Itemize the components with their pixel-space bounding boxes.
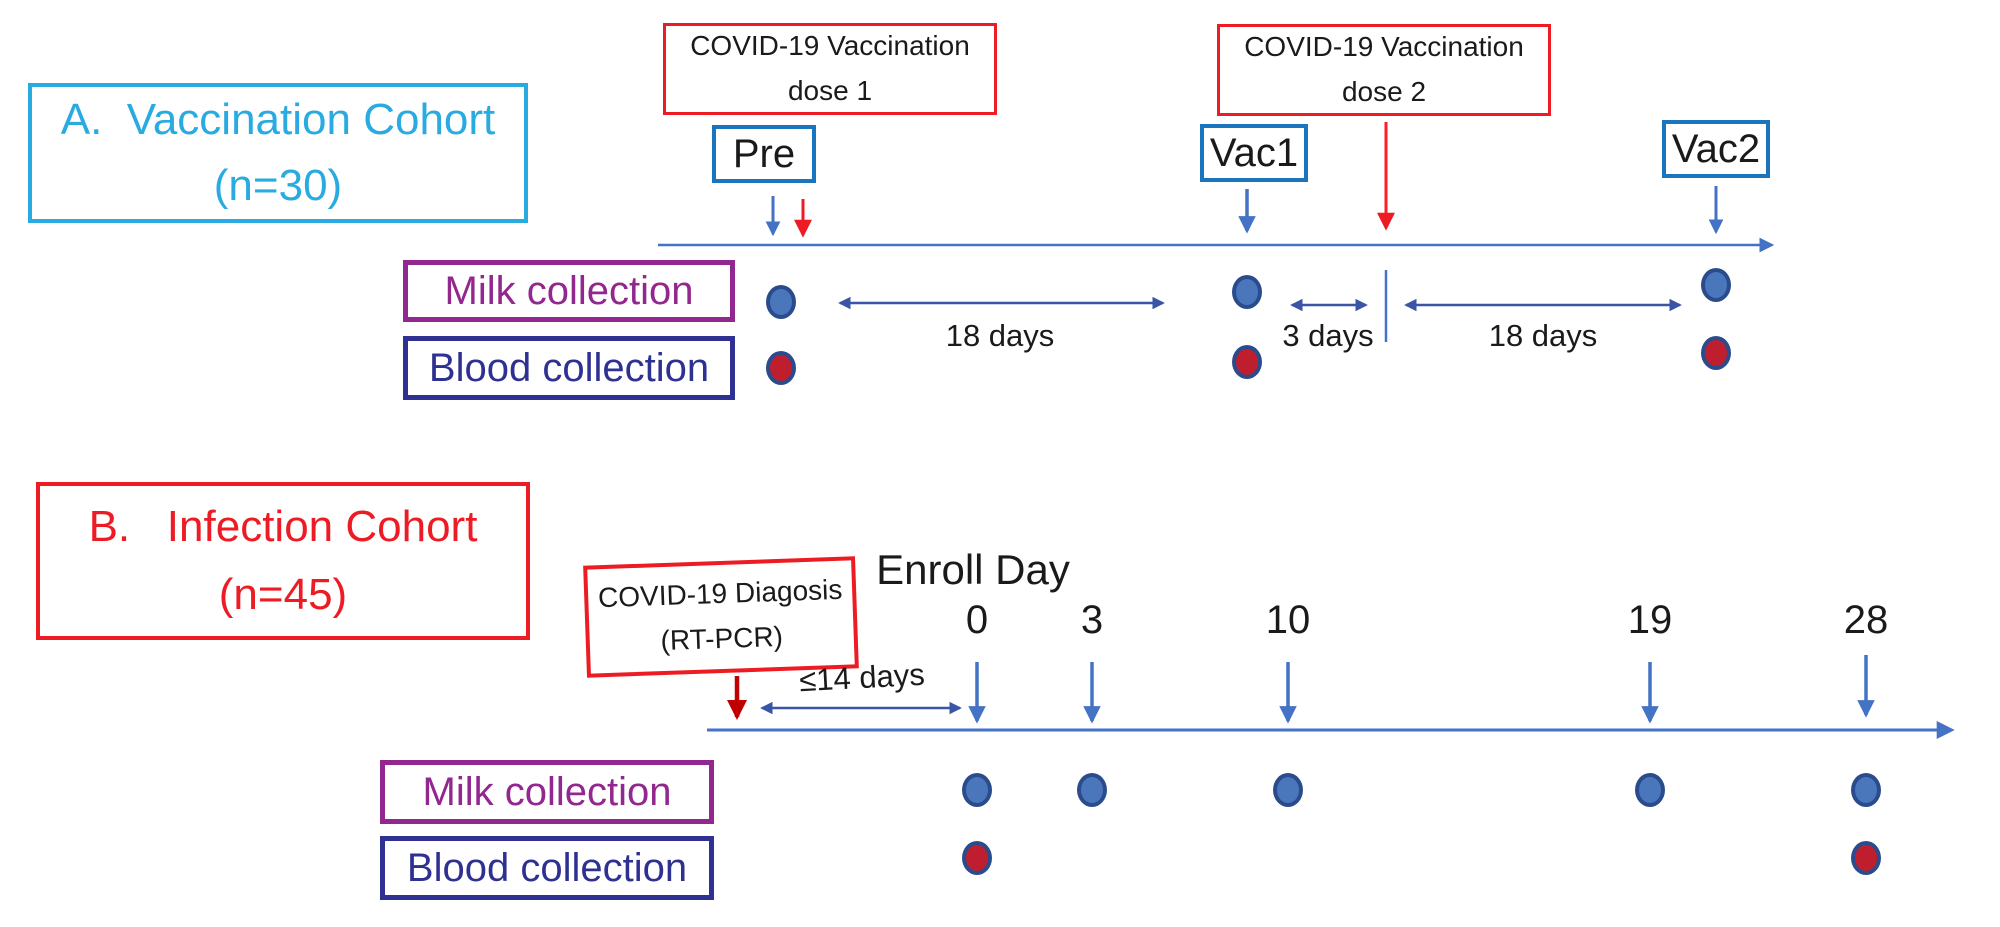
milk-sample-dot-vac1: [1232, 275, 1262, 309]
day-label-3: 3: [1080, 598, 1104, 642]
timepoint-box-vac2: Vac2: [1662, 120, 1770, 178]
dose1-line2: dose 1: [787, 75, 873, 106]
dose1-line1: COVID-19 Vaccination: [690, 30, 970, 62]
timepoint-box-pre: Pre: [712, 125, 816, 183]
dose2-line2: dose 2: [1341, 76, 1427, 107]
cohort-b-title-line2: (n=45): [218, 570, 348, 619]
blood-collection-box-b: Blood collection: [380, 836, 714, 900]
milk-collection-label-b: Milk collection: [422, 770, 672, 814]
milk-collection-box-b: Milk collection: [380, 760, 714, 824]
day-label-28: 28: [1843, 598, 1889, 642]
dose2-line1: COVID-19 Vaccination: [1244, 31, 1524, 63]
blood-sample-dot-day28: [1851, 841, 1881, 875]
blood-sample-dot-day0: [962, 841, 992, 875]
cohort-a-title-line1: A. Vaccination Cohort: [60, 95, 496, 144]
milk-sample-dot-day19: [1635, 773, 1665, 807]
blood-collection-box-a: Blood collection: [403, 336, 735, 400]
milk-collection-box-a: Milk collection: [403, 260, 735, 322]
interval-label-3days: 3 days: [1282, 318, 1374, 353]
day-label-19: 19: [1627, 598, 1673, 642]
blood-sample-dot-vac1: [1232, 345, 1262, 379]
dose2-callout-box: COVID-19 Vaccination dose 2: [1217, 24, 1551, 116]
diagnosis-line1: COVID-19 Diagosis: [597, 573, 843, 614]
milk-sample-dot-day10: [1273, 773, 1303, 807]
milk-sample-dot-day28: [1851, 773, 1881, 807]
milk-collection-label-a: Milk collection: [444, 269, 694, 313]
blood-sample-dot-pre: [766, 351, 796, 385]
blood-collection-label-b: Blood collection: [406, 846, 688, 890]
milk-sample-dot-day3: [1077, 773, 1107, 807]
day-label-10: 10: [1265, 598, 1311, 642]
timepoint-vac1-label: Vac1: [1209, 131, 1299, 175]
timepoint-box-vac1: Vac1: [1200, 124, 1308, 182]
blood-collection-label-a: Blood collection: [428, 346, 710, 390]
timepoint-pre-label: Pre: [732, 132, 796, 176]
cohort-b-title-box: B. Infection Cohort (n=45): [36, 482, 530, 640]
milk-sample-dot-pre: [766, 285, 796, 319]
timepoint-vac2-label: Vac2: [1671, 127, 1761, 171]
blood-sample-dot-vac2: [1701, 336, 1731, 370]
diagnosis-callout-box: COVID-19 Diagosis (RT-PCR): [583, 556, 859, 678]
cohort-a-title-box: A. Vaccination Cohort (n=30): [28, 83, 528, 223]
milk-sample-dot-day0: [962, 773, 992, 807]
enroll-day-label: Enroll Day: [876, 546, 1070, 593]
cohort-b-title-line1: B. Infection Cohort: [88, 501, 478, 551]
cohort-a-title-line2: (n=30): [213, 161, 343, 210]
day-label-0: 0: [965, 598, 989, 642]
diagnosis-line2: (RT-PCR): [660, 620, 784, 657]
dose1-callout-box: COVID-19 Vaccination dose 1: [663, 23, 997, 115]
interval-label-18days-2: 18 days: [1488, 318, 1598, 353]
interval-label-18days-1: 18 days: [945, 318, 1055, 353]
milk-sample-dot-vac2: [1701, 268, 1731, 302]
